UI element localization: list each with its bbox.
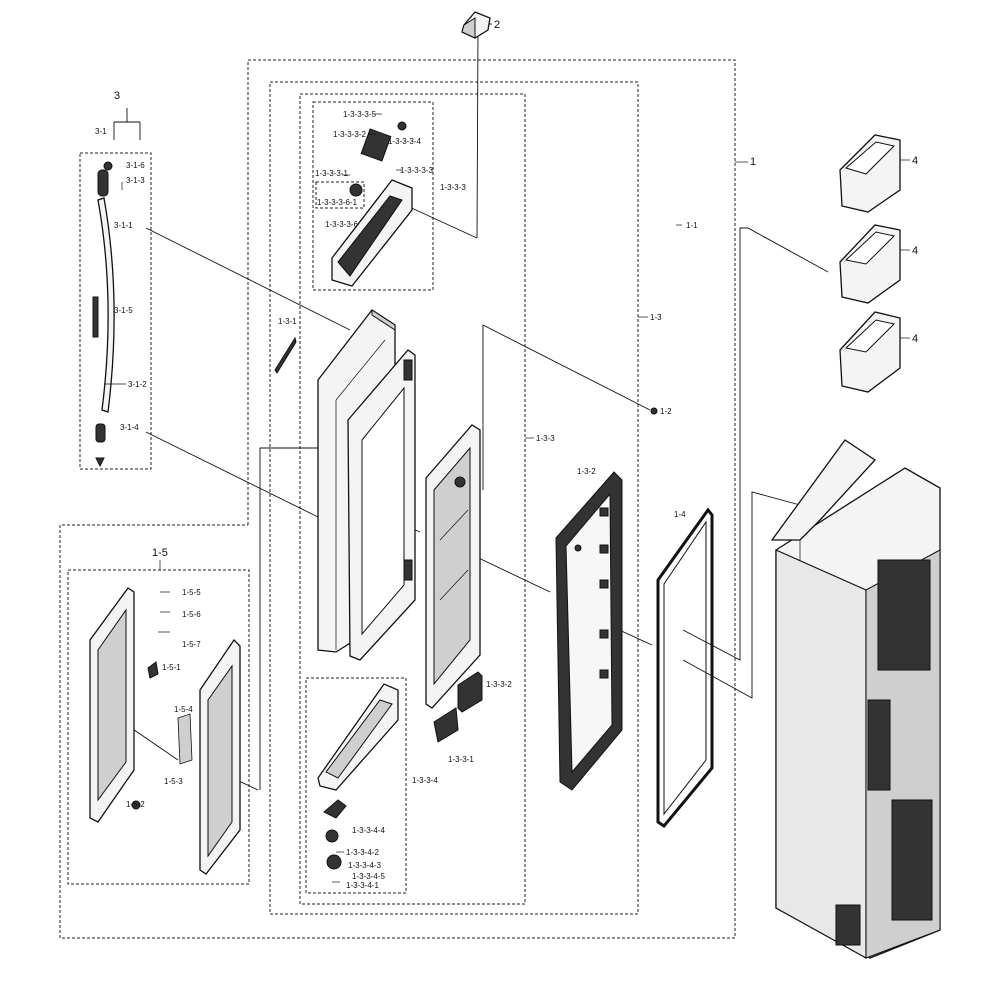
label-1-3-2: 1-3-2 <box>577 467 596 476</box>
label-1-5-3: 1-5-3 <box>164 777 183 786</box>
label-1-3-3-4-2: 1-3-3-4-2 <box>346 848 379 857</box>
label-1-3-3-3: 1-3-3-3 <box>440 183 466 192</box>
label-1-5-5: 1-5-5 <box>182 588 201 597</box>
label-1-3-3-3-3: 1-3-3-3-3 <box>400 166 433 175</box>
label-1: 1 <box>750 156 756 168</box>
box-assembly-1-3-3-3 <box>312 101 434 291</box>
part-1-3-3-3-dispenser <box>331 113 413 287</box>
label-1-3-3-3-5: 1-3-3-3-5 <box>343 110 376 119</box>
part-3-1-handle <box>92 161 126 468</box>
label-1-3-3-4-5: 1-3-3-4-5 <box>352 872 385 881</box>
box-assembly-1-3-3 <box>299 93 526 905</box>
part-1-3-3-door-inner <box>425 424 481 709</box>
part-1-3-3-4-module <box>317 683 399 883</box>
label-1-3-3-3-2: 1-3-3-3-2 <box>333 130 366 139</box>
label-3-1-2: 3-1-2 <box>128 380 147 389</box>
label-ticks <box>159 159 910 570</box>
label-4-bottom: 4 <box>912 333 918 345</box>
bin-2 <box>839 224 901 304</box>
label-1-3-3-4-1: 1-3-3-4-1 <box>346 881 379 890</box>
part-2-clip <box>461 11 491 39</box>
part-1-3-3-2-latch <box>433 671 483 743</box>
callout-labels: 2 1 1-1 1-2 1-3 1-3-1 1-3-2 1-3-3 1-4 1-… <box>95 19 918 890</box>
box-assembly-1-3-3-4 <box>305 677 407 894</box>
label-1-3-3-4: 1-3-3-4 <box>412 776 438 785</box>
label-1-3-1: 1-3-1 <box>278 317 297 326</box>
label-1-3-3-2: 1-3-3-2 <box>486 680 512 689</box>
label-1-3-3-3-4: 1-3-3-3-4 <box>388 137 421 146</box>
label-1-5: 1-5 <box>152 547 168 559</box>
label-1-3-3-4-3: 1-3-3-4-3 <box>348 861 381 870</box>
label-3-1-4: 3-1-4 <box>120 423 139 432</box>
part-1-4-gasket <box>656 507 714 828</box>
label-1-5-6: 1-5-6 <box>182 610 201 619</box>
label-1-2: 1-2 <box>660 407 672 416</box>
label-3-1: 3-1 <box>95 127 107 136</box>
label-1-5-1: 1-5-1 <box>162 663 181 672</box>
part-1-3-2-gasket-frame <box>555 471 623 791</box>
label-1-4: 1-4 <box>674 510 686 519</box>
label-3-1-6: 3-1-6 <box>126 161 145 170</box>
label-1-3-3-4-4: 1-3-3-4-4 <box>352 826 385 835</box>
label-3-1-3: 3-1-3 <box>126 176 145 185</box>
label-1-1: 1-1 <box>686 221 698 230</box>
part-4-bins <box>839 134 901 393</box>
label-1-5-7: 1-5-7 <box>182 640 201 649</box>
label-1-3-3-3-6: 1-3-3-3-6 <box>325 220 358 229</box>
label-4-middle: 4 <box>912 245 918 257</box>
label-1-5-4: 1-5-4 <box>174 705 193 714</box>
label-1-5-2: 1-5-2 <box>126 800 145 809</box>
label-1-3-3-3-1: 1-3-3-3-1 <box>315 169 348 178</box>
label-2: 2 <box>494 19 500 31</box>
label-1-3-3: 1-3-3 <box>536 434 555 443</box>
box-assembly-1 <box>59 59 736 939</box>
part-door-frame <box>347 349 416 661</box>
label-3-1-1: 3-1-1 <box>114 221 133 230</box>
bin-1 <box>839 134 901 213</box>
box-assembly-1-5 <box>67 569 250 885</box>
assembly-boxes <box>59 59 736 939</box>
label-1-3-3-1: 1-3-3-1 <box>448 755 474 764</box>
label-1-3-3-3-6-1: 1-3-3-3-6-1 <box>317 198 358 207</box>
label-4-top: 4 <box>912 155 918 167</box>
label-3: 3 <box>114 90 120 102</box>
label-1-3: 1-3 <box>650 313 662 322</box>
label-3-1-5: 3-1-5 <box>114 306 133 315</box>
screws <box>650 224 682 415</box>
part-1-5-control-panel <box>89 587 241 875</box>
refrigerator-cabinet <box>770 439 941 960</box>
box-assembly-3-1 <box>79 152 152 470</box>
box-assembly-1-3-3-3-6 <box>315 181 365 209</box>
bin-3 <box>839 311 901 393</box>
